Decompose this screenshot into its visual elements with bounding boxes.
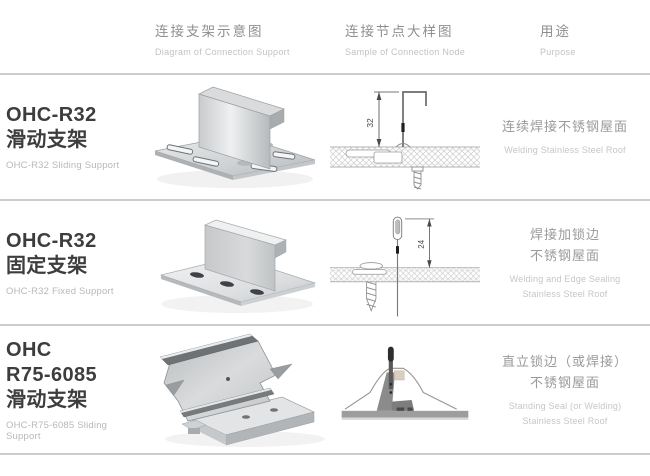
diagram-cell (140, 201, 330, 324)
purpose-text-en: Welding and Edge Sealing (509, 273, 621, 284)
purpose-text-en2: Stainless Steel Roof (522, 288, 608, 299)
product-title-cell: OHC-R32 固定支架 OHC-R32 Fixed Support (0, 201, 140, 324)
product-name-zh: 固定支架 (6, 254, 88, 277)
header-col-purpose: 用途 Purpose (540, 20, 600, 57)
product-title-cell: OHC-R32 滑动支架 OHC-R32 Sliding Support (0, 75, 140, 199)
header-node-zh: 连接节点大样图 (345, 24, 454, 39)
fixed-support-bracket-3d-icon (159, 219, 317, 313)
header-col-node: 连接节点大样图 Sample of Connection Node (345, 20, 465, 57)
node-drawing-cell: 32 (330, 75, 480, 199)
node-drawing-cell: 24 (330, 201, 480, 324)
table-row: OHC R75-6085 滑动支架 OHC-R75-6085 Sliding S… (0, 326, 650, 455)
purpose-cell: 连续焊接不锈钢屋面 Welding Stainless Steel Roof (480, 75, 650, 199)
product-name-en: OHC-R32 Fixed Support (6, 285, 114, 297)
product-model: OHC-R32 (6, 104, 97, 126)
product-name-en: OHC-R32 Sliding Support (6, 160, 120, 171)
product-model: OHC-R32 (6, 229, 97, 252)
purpose-text-en2: Stainless Steel Roof (522, 415, 608, 426)
product-model: OHC (6, 338, 52, 361)
purpose-text-zh: 连续焊接不锈钢屋面 (501, 119, 628, 134)
header-diagram-zh: 连接支架示意图 (155, 24, 264, 39)
purpose-text-zh: 直立锁边（或焊接） (501, 353, 628, 369)
purpose-text-en: Welding Stainless Steel Roof (504, 145, 626, 155)
purpose-text-zh2: 不锈钢屋面 (529, 374, 600, 390)
dimension-label: 24 (417, 239, 426, 248)
sliding-support-bracket-3d-icon (154, 86, 316, 188)
product-name-zh: 滑动支架 (6, 388, 88, 411)
purpose-cell: 直立锁边（或焊接） 不锈钢屋面 Standing Seal (or Weldin… (480, 326, 650, 453)
header-purpose-zh: 用途 (540, 24, 571, 39)
table-row: OHC-R32 固定支架 OHC-R32 Fixed Support (0, 201, 650, 326)
welded-hook-section-icon: 32 (330, 91, 480, 190)
diagram-cell (140, 326, 330, 453)
purpose-text-zh: 焊接加锁边 (529, 226, 600, 242)
header-col-diagram: 连接支架示意图 Diagram of Connection Support (155, 20, 290, 57)
purpose-cell: 焊接加锁边 不锈钢屋面 Welding and Edge Sealing Sta… (480, 201, 650, 324)
header-purpose-en: Purpose (540, 47, 576, 57)
purpose-text-en: Standing Seal (or Welding) (508, 400, 622, 411)
header-diagram-en: Diagram of Connection Support (155, 47, 290, 57)
table-row: OHC-R32 滑动支架 OHC-R32 Sliding Support (0, 75, 650, 201)
sliding-support-assembly-3d-icon (159, 333, 325, 447)
product-title-cell: OHC R75-6085 滑动支架 OHC-R75-6085 Sliding S… (0, 326, 140, 453)
header-node-en: Sample of Connection Node (345, 47, 466, 57)
diagram-cell (140, 75, 330, 199)
screwed-rod-section-icon: 24 (330, 216, 480, 316)
product-name-zh: 滑动支架 (6, 129, 88, 151)
table-header: 连接支架示意图 Diagram of Connection Support 连接… (0, 0, 650, 75)
purpose-text-zh2: 不锈钢屋面 (529, 247, 600, 263)
product-name-en: OHC-R75-6085 Sliding Support (6, 419, 108, 442)
standing-seam-section-icon (341, 346, 469, 420)
product-model-2: R75-6085 (6, 363, 98, 386)
dimension-label: 32 (365, 118, 375, 128)
node-drawing-cell (330, 326, 480, 453)
